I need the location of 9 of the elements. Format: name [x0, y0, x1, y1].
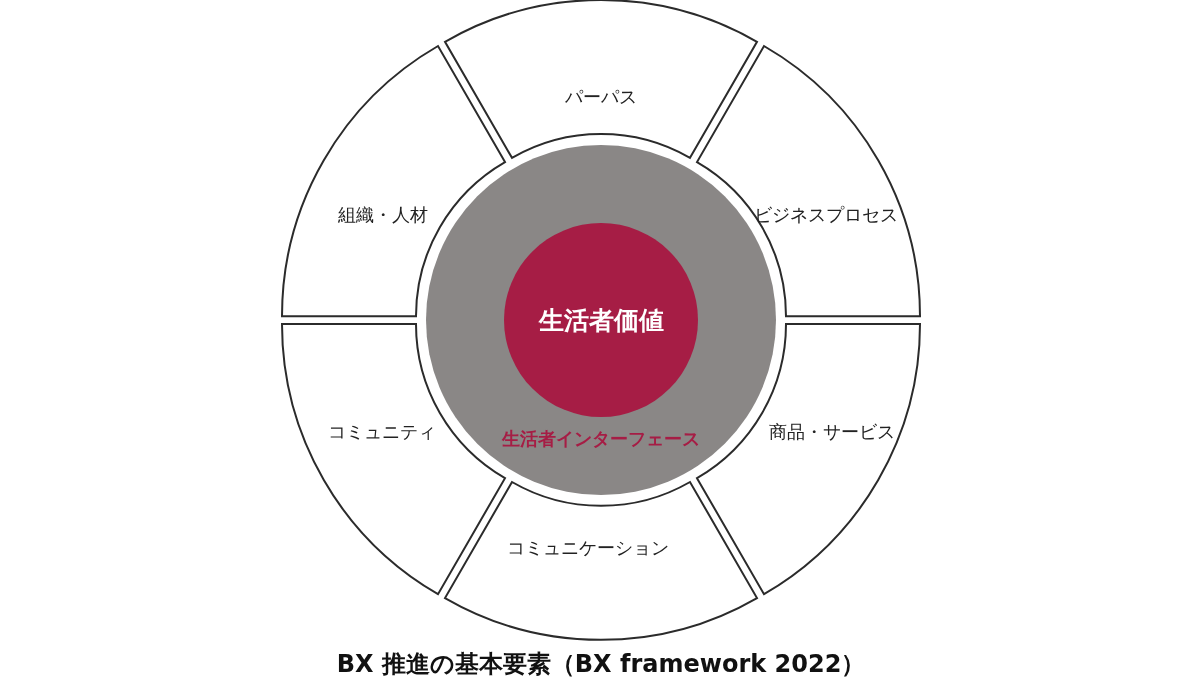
segment-label: ビジネスプロセス: [754, 203, 898, 227]
segment-label: 商品・サービス: [769, 420, 895, 444]
segment-label: コミュニケーション: [507, 536, 669, 560]
inner-circle: 生活者価値: [504, 223, 698, 417]
segment-label: パーパス: [565, 85, 637, 109]
segment-label: コミュニティ: [328, 420, 436, 444]
circle-label: 生活者インターフェース: [502, 427, 700, 451]
caption: BX 推進の基本要素（BX framework 2022）: [336, 649, 866, 680]
segment-label: 組織・人材: [338, 203, 428, 227]
